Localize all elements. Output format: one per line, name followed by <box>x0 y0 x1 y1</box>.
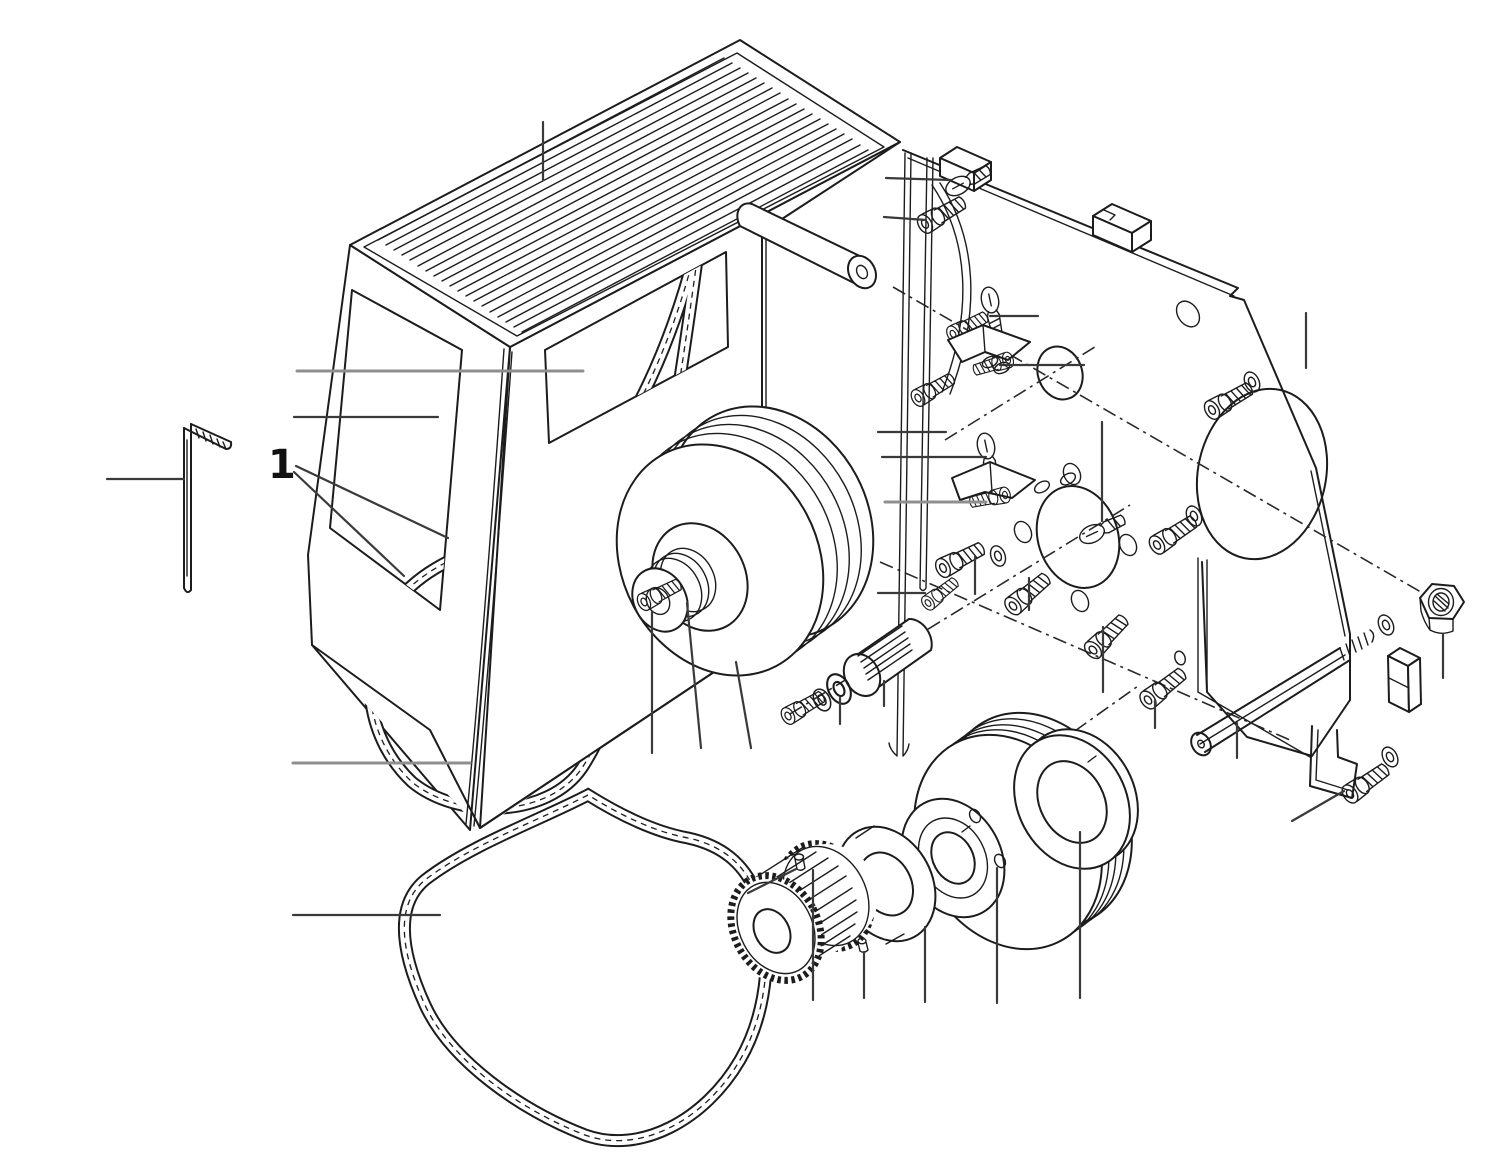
spacer-rod <box>1190 629 1375 757</box>
retaining-ring <box>1013 728 1139 870</box>
leader-lines <box>105 120 1445 1005</box>
plate-small-hole <box>1175 300 1201 328</box>
plate-side-clip <box>1387 647 1422 713</box>
drive-belt-lower-loop <box>397 787 773 1148</box>
socket-head-screws <box>918 368 1264 713</box>
curved-guide-arm <box>931 182 972 395</box>
tension-bracket-lower <box>951 430 1077 511</box>
guide-strip-1 <box>888 152 912 757</box>
pulley-hub <box>631 522 749 633</box>
cylinder-boss <box>736 202 877 290</box>
plate-large-hole-upper <box>1195 387 1329 561</box>
hex-key <box>183 423 233 594</box>
plate-top-clip-1 <box>939 146 992 192</box>
plate-small-hole <box>1174 650 1186 666</box>
motor-pulley <box>615 405 875 677</box>
bushing-screw <box>777 687 829 728</box>
callout-1-label: 1 <box>268 442 296 488</box>
socket-head-screw <box>913 192 970 237</box>
corner-screw <box>1338 743 1402 807</box>
set-screws <box>793 853 869 953</box>
socket-screw <box>907 369 959 410</box>
plate-top-clip-2 <box>1092 203 1152 253</box>
tension-bushing <box>777 617 933 728</box>
rod-washer <box>1374 611 1398 639</box>
cover-window-front <box>544 251 729 444</box>
cover-vent-ribs <box>377 57 869 333</box>
plate-large-hole-lower <box>1035 485 1121 589</box>
hex-nut <box>1419 583 1465 634</box>
tension-bracket-upper <box>943 284 1031 379</box>
corner-bracket <box>1309 725 1358 799</box>
cover-window-left <box>329 289 463 611</box>
